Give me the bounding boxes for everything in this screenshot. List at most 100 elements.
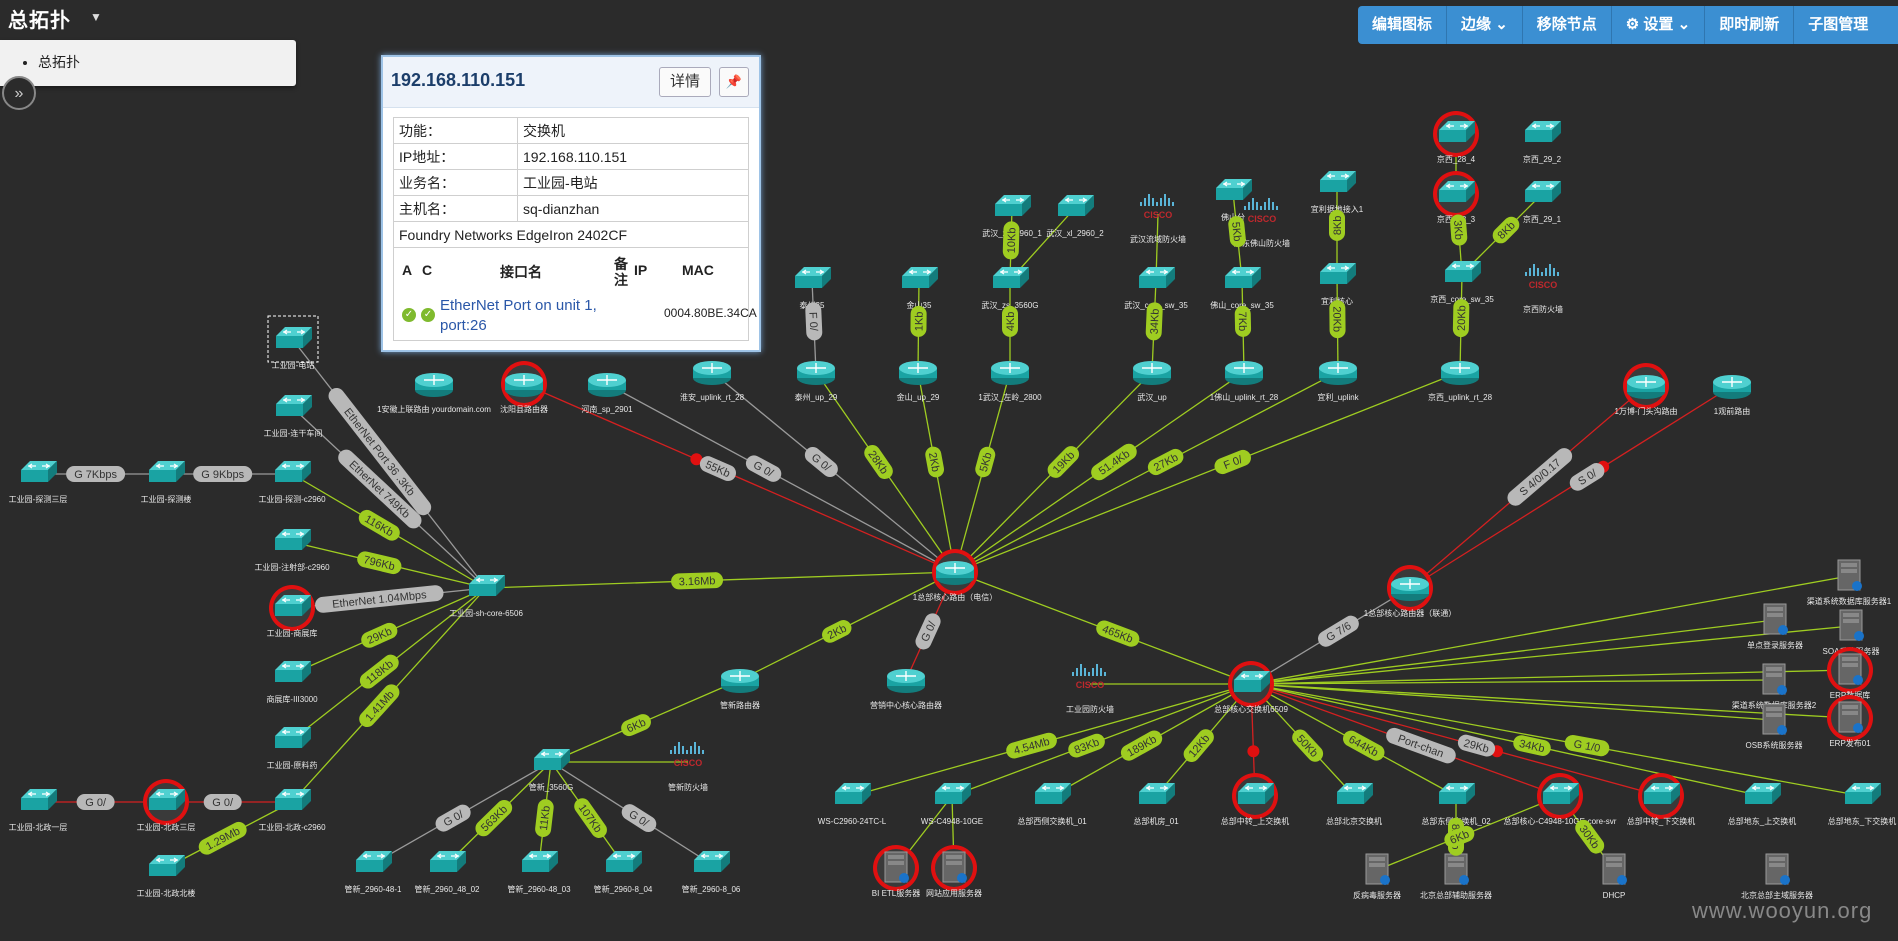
topology-node[interactable]: 工业园-北政北楼: [137, 855, 196, 898]
edit-icon-button[interactable]: 编辑图标: [1358, 6, 1448, 44]
topology-node[interactable]: 管新_3560G: [529, 749, 573, 792]
topology-node[interactable]: 宜利据地接入1: [1311, 171, 1364, 214]
topology-node[interactable]: 淮安_uplink_rt_28: [680, 361, 745, 402]
topology-node[interactable]: 工业园-商展库: [267, 585, 318, 638]
topology-node[interactable]: 总部北京交换机: [1326, 783, 1382, 826]
topology-node[interactable]: 武汉_zs_3560G: [982, 267, 1039, 310]
topology-node[interactable]: 工业园-电站: [267, 315, 319, 370]
topology-node[interactable]: 京西_29_2: [1523, 121, 1562, 164]
topology-node[interactable]: 总部核心-C4948-10GE-core-svr: [1504, 773, 1617, 826]
topology-node[interactable]: 管新路由器: [720, 669, 760, 710]
refresh-now-button[interactable]: 即时刷新: [1705, 6, 1795, 44]
topology-node[interactable]: WS-C2960-24TC-L: [818, 783, 887, 826]
edge-button[interactable]: 边缘 ⌄: [1447, 6, 1523, 44]
topology-link[interactable]: [1250, 669, 1851, 685]
topology-node[interactable]: 网站应用服务器: [926, 845, 982, 898]
topology-node[interactable]: DHCP: [1602, 853, 1627, 900]
topology-node[interactable]: 单点登录服务器: [1747, 603, 1803, 650]
topology-node[interactable]: 北京总部辅助服务器: [1420, 853, 1492, 900]
settings-button[interactable]: ⚙ 设置 ⌄: [1612, 6, 1706, 44]
topology-node[interactable]: 宜利核心: [1320, 263, 1356, 306]
subgraph-manage-button[interactable]: 子图管理: [1808, 16, 1869, 33]
topology-node[interactable]: WS-C4948-10GE: [921, 783, 983, 826]
topology-node[interactable]: 武汉_xl_2960_2: [1046, 195, 1104, 238]
topology-node[interactable]: 工业园-sh-core-6506: [449, 575, 523, 618]
expand-icon[interactable]: »: [2, 76, 36, 110]
topology-node[interactable]: 工业园-北政一层: [9, 789, 68, 832]
detail-button[interactable]: 详情: [659, 67, 711, 97]
topology-node[interactable]: 金山35: [902, 267, 938, 310]
remove-node-button[interactable]: 移除节点: [1523, 6, 1612, 44]
topology-node[interactable]: 管新_2960-8_04: [594, 851, 653, 894]
topology-node[interactable]: 1万博-门头沟路由: [1614, 363, 1678, 416]
topology-node[interactable]: 1观前路由: [1713, 375, 1751, 416]
topology-node[interactable]: 1总部核心路由器（联通）: [1364, 565, 1456, 618]
topology-node[interactable]: 京西_29_1: [1523, 181, 1562, 224]
topology-node[interactable]: 管新_2960-48-1: [345, 851, 402, 894]
topology-node[interactable]: 金山_up_29: [897, 361, 940, 402]
topology-node[interactable]: ERP发布01: [1827, 695, 1873, 748]
topology-link[interactable]: [1250, 683, 1863, 797]
topology-node[interactable]: 营销中心核心路由器: [870, 669, 942, 710]
topology-link[interactable]: [606, 383, 956, 573]
topology-node[interactable]: 工业园-探测楼: [141, 461, 192, 504]
topology-link[interactable]: [1409, 385, 1733, 589]
topology-node[interactable]: 总部机房_01: [1133, 783, 1179, 826]
topology-node[interactable]: 北京总部主域服务器: [1741, 853, 1813, 900]
topology-node[interactable]: 1武汉_左岭_2800: [978, 361, 1042, 402]
topology-node[interactable]: ERP数据库: [1827, 647, 1873, 700]
topology-node[interactable]: 总部地东_上交换机: [1728, 783, 1796, 826]
topology-link[interactable]: [1250, 683, 1763, 797]
topology-node[interactable]: 渠道系统数据库服务器1: [1807, 559, 1892, 606]
topology-node[interactable]: 工业园-探测三层: [9, 461, 68, 504]
topology-node[interactable]: 管新_2960_48_02: [415, 851, 480, 894]
topology-link[interactable]: [523, 383, 956, 573]
topology-node[interactable]: 总部西侧交换机_01: [1017, 783, 1087, 826]
topology-node[interactable]: 商展库-III3000: [266, 661, 318, 704]
topology-node[interactable]: 总部中转_上交换机: [1221, 773, 1289, 826]
topology-link[interactable]: [1250, 575, 1850, 685]
topology-node[interactable]: 反病毒服务器: [1353, 853, 1401, 900]
topology-node[interactable]: 武汉_up: [1133, 361, 1171, 402]
topology-node[interactable]: 管新_2960-48_03: [507, 851, 571, 894]
topology-node[interactable]: 总部核心交换机6509: [1214, 661, 1288, 714]
topology-node[interactable]: 1佛山_uplink_rt_28: [1210, 361, 1279, 402]
topology-node[interactable]: 1总部核心路由（电信）: [913, 549, 997, 602]
topology-node[interactable]: 总部地东_下交换机: [1828, 783, 1896, 826]
menu-item-total-topology[interactable]: 总拓扑: [38, 52, 296, 72]
topology-node[interactable]: 工业园-北政-c2960: [258, 789, 326, 832]
topology-node[interactable]: 总部中转_下交换机: [1627, 773, 1695, 826]
topology-node[interactable]: 京西_uplink_rt_28: [1428, 361, 1493, 402]
topology-node[interactable]: OSB系统服务器: [1746, 703, 1803, 750]
topology-node[interactable]: 宜利_uplink: [1317, 361, 1360, 402]
topology-link[interactable]: [954, 371, 1339, 573]
topology-link[interactable]: [954, 371, 1461, 573]
port-name-link[interactable]: EtherNet Port on unit 1, port:26: [440, 297, 597, 334]
topology-link[interactable]: [1250, 619, 1776, 685]
pin-icon[interactable]: 📌: [719, 67, 749, 97]
topology-node[interactable]: BI ETL服务器: [872, 845, 920, 898]
topology-node[interactable]: 工业园-连干车间: [264, 395, 323, 438]
topology-node[interactable]: 管新_2960-8_06: [682, 851, 741, 894]
topology-node[interactable]: 佛山_core_sw_35: [1210, 267, 1274, 310]
topology-node[interactable]: 工业园-探测-c2960: [258, 461, 326, 504]
topology-node[interactable]: 沈阳县路由器: [500, 361, 548, 414]
topology-link[interactable]: [1250, 679, 1775, 685]
topology-node[interactable]: 工业园-原料药: [267, 727, 318, 770]
topology-link[interactable]: [1250, 683, 1851, 719]
topology-node[interactable]: 1安徽上联路由 yourdomain.com: [377, 373, 491, 414]
topology-node[interactable]: 泰州_up_29: [795, 361, 838, 402]
topology-link[interactable]: [1250, 683, 1662, 797]
topology-node[interactable]: 京西_28_4: [1433, 111, 1479, 164]
topology-node[interactable]: 工业园-注射部-c2960: [254, 529, 330, 572]
topology-link[interactable]: [1250, 683, 1775, 721]
topology-node[interactable]: 工业园-北政三层: [137, 779, 196, 832]
topology-node[interactable]: 京西_core_sw_35: [1430, 261, 1494, 304]
topology-link[interactable]: [1250, 625, 1852, 685]
topology-node[interactable]: 河南_sp_2901: [581, 373, 633, 414]
